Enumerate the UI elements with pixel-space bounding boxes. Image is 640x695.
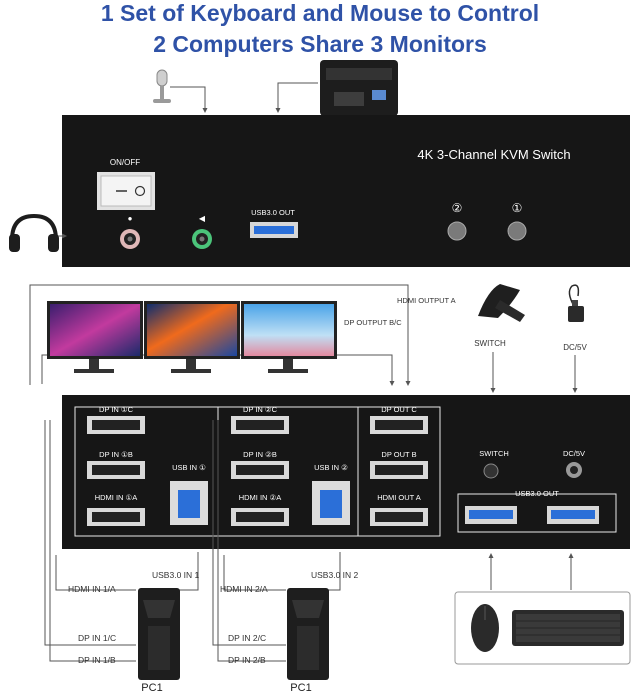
- pc1-usb-label: USB IN ①: [172, 463, 206, 472]
- pc-right-label: PC1: [290, 682, 311, 694]
- headline-line-2: 2 Computers Share 3 Monitors: [153, 31, 487, 57]
- pc2-hdmi-a-port: [231, 508, 289, 526]
- keyboard-mouse-tray: [454, 591, 631, 665]
- pc2-dp-c-port: [231, 416, 289, 434]
- svg-text:●: ●: [128, 214, 133, 223]
- dc-signal-label: DC/5V: [563, 343, 587, 352]
- cable-pc1-usb-label: USB3.0 IN 1: [152, 570, 200, 580]
- monitor-right: [241, 301, 337, 373]
- rear-switch-jack: [483, 463, 499, 479]
- pc1-dp-c-label: DP IN ①C: [99, 405, 134, 414]
- pc-left-label: PC1: [141, 682, 162, 694]
- kvm-front-panel: 4K 3-Channel KVM Switch ON/OFF ● ◀ USB3.…: [62, 115, 630, 267]
- power-switch-label: ON/OFF: [110, 158, 140, 167]
- cable-pc2-dp-b-label: DP IN 2/B: [228, 655, 266, 665]
- pc1-hdmi-a-port: [87, 508, 145, 526]
- printer-icon: [320, 60, 398, 116]
- microphone-jack: ●: [120, 214, 140, 249]
- cable-pc1-dp-b-label: DP IN 1/B: [78, 655, 116, 665]
- hdmi-output-label: HDMI OUTPUT A: [397, 296, 456, 305]
- pc2-hdmi-a-label: HDMI IN ②A: [239, 493, 282, 502]
- port-2-button: [447, 221, 467, 241]
- rear-dc-jack: [566, 462, 582, 478]
- front-usb-label: USB3.0 OUT: [251, 208, 295, 217]
- cable-pc2-dp-c-label: DP IN 2/C: [228, 633, 266, 643]
- keyboard-icon: [512, 610, 624, 646]
- power-switch: [97, 172, 155, 210]
- out-dp-b-label: DP OUT B: [381, 450, 416, 459]
- dp-output-label: DP OUTPUT B/C: [344, 318, 402, 327]
- cable-pc2-usb-label: USB3.0 IN 2: [311, 570, 359, 580]
- kvm-front-title: 4K 3-Channel KVM Switch: [417, 147, 570, 162]
- cable-pc2-hdmi-label: HDMI IN 2/A: [220, 584, 268, 594]
- power-adapter-icon: [568, 284, 584, 322]
- pc2-dp-c-label: DP IN ②C: [243, 405, 278, 414]
- headphone-jack: ◀: [192, 214, 212, 249]
- front-usb-port: [250, 222, 298, 238]
- headline-line-1: 1 Set of Keyboard and Mouse to Control: [101, 0, 539, 26]
- out-hdmi-a-label: HDMI OUT A: [377, 493, 421, 502]
- rear-dc-label: DC/5V: [563, 449, 585, 458]
- rear-usb-port-2: [547, 506, 599, 524]
- monitor-center: [144, 301, 240, 373]
- switch-button-icon: [478, 284, 525, 322]
- pc-tower-right: [287, 588, 329, 680]
- cable-pc1-dp-c-label: DP IN 1/C: [78, 633, 116, 643]
- cable-pc1-hdmi-label: HDMI IN 1/A: [68, 584, 116, 594]
- switch-signal-label: SWITCH: [474, 339, 506, 348]
- pc2-dp-b-label: DP IN ②B: [243, 450, 277, 459]
- out-dp-c-label: DP OUT C: [381, 405, 417, 414]
- out-hdmi-a-port: [370, 508, 428, 526]
- port-2-label: ②: [452, 201, 463, 215]
- out-dp-c-port: [370, 416, 428, 434]
- out-dp-b-port: [370, 461, 428, 479]
- pc-tower-left: [138, 588, 180, 680]
- rear-usb-out-label: USB3.0 OUT: [515, 489, 559, 498]
- pc1-dp-b-label: DP IN ①B: [99, 450, 133, 459]
- pc1-dp-c-port: [87, 416, 145, 434]
- mouse-icon: [471, 604, 499, 652]
- pc2-usb-b-port: [312, 481, 350, 525]
- pc1-dp-b-port: [87, 461, 145, 479]
- port-1-button: [507, 221, 527, 241]
- rear-switch-label: SWITCH: [479, 449, 509, 458]
- svg-text:◀: ◀: [199, 214, 206, 223]
- pc2-dp-b-port: [231, 461, 289, 479]
- microphone-icon: [153, 69, 171, 103]
- pc2-usb-label: USB IN ②: [314, 463, 348, 472]
- rear-usb-port-1: [465, 506, 517, 524]
- headphones-icon: [9, 213, 59, 252]
- pc1-usb-b-port: [170, 481, 208, 525]
- pc1-hdmi-a-label: HDMI IN ①A: [95, 493, 138, 502]
- monitor-left: [47, 301, 143, 373]
- port-1-label: ①: [512, 201, 523, 215]
- kvm-rear-panel: DP IN ①C DP IN ①B HDMI IN ①A USB IN ① DP…: [62, 395, 630, 549]
